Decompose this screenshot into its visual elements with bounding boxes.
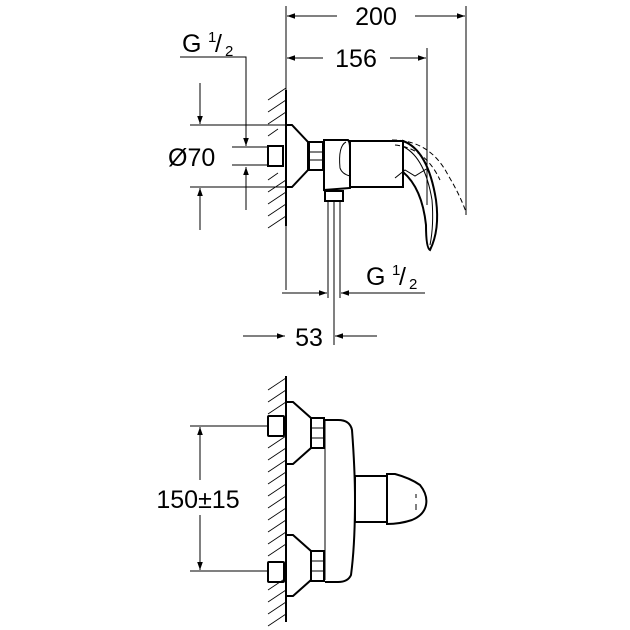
- svg-text:/: /: [399, 263, 406, 291]
- escutcheon-upper: [287, 401, 312, 465]
- dim-156-label: 156: [335, 45, 377, 73]
- thread-inlet-leader: [180, 56, 249, 146]
- svg-text:/: /: [215, 30, 222, 58]
- svg-text:2: 2: [409, 276, 417, 293]
- front-view: 150±15: [156, 376, 428, 627]
- cartridge-housing: [349, 140, 404, 188]
- side-view: 200 156 G 1 / 2 Ø70: [168, 3, 467, 352]
- svg-text:1: 1: [208, 29, 216, 46]
- svg-text:1: 1: [392, 262, 400, 279]
- lever-swing-ghost: [391, 139, 467, 213]
- lever-handle: [402, 139, 439, 252]
- inlet-connector: [267, 145, 284, 167]
- dim-70-label: Ø70: [168, 144, 215, 172]
- svg-text:2: 2: [225, 43, 233, 60]
- mixer-body: [323, 139, 351, 192]
- svg-text:G: G: [366, 263, 385, 291]
- handle-stem: [354, 475, 388, 523]
- inlet-connector-upper: [267, 415, 285, 437]
- thread-inlet-label: G 1 / 2: [182, 29, 233, 60]
- outlet-nut: [324, 190, 344, 202]
- dim-53-label: 53: [295, 324, 323, 352]
- handle-grip: [386, 473, 428, 526]
- dim-150-label: 150±15: [156, 486, 239, 514]
- hex-nut: [308, 141, 324, 171]
- hex-nut-upper: [310, 417, 325, 449]
- svg-text:G: G: [182, 30, 201, 58]
- thread-outlet-label: G 1 / 2: [366, 262, 417, 293]
- wall-hatching: [267, 87, 287, 229]
- dim-200-label: 200: [355, 3, 397, 31]
- escutcheon-lower: [287, 534, 312, 597]
- mixer-body-front: [325, 419, 357, 583]
- hex-nut-lower: [310, 550, 325, 582]
- inlet-connector-lower: [267, 561, 285, 583]
- escutcheon: [287, 124, 309, 188]
